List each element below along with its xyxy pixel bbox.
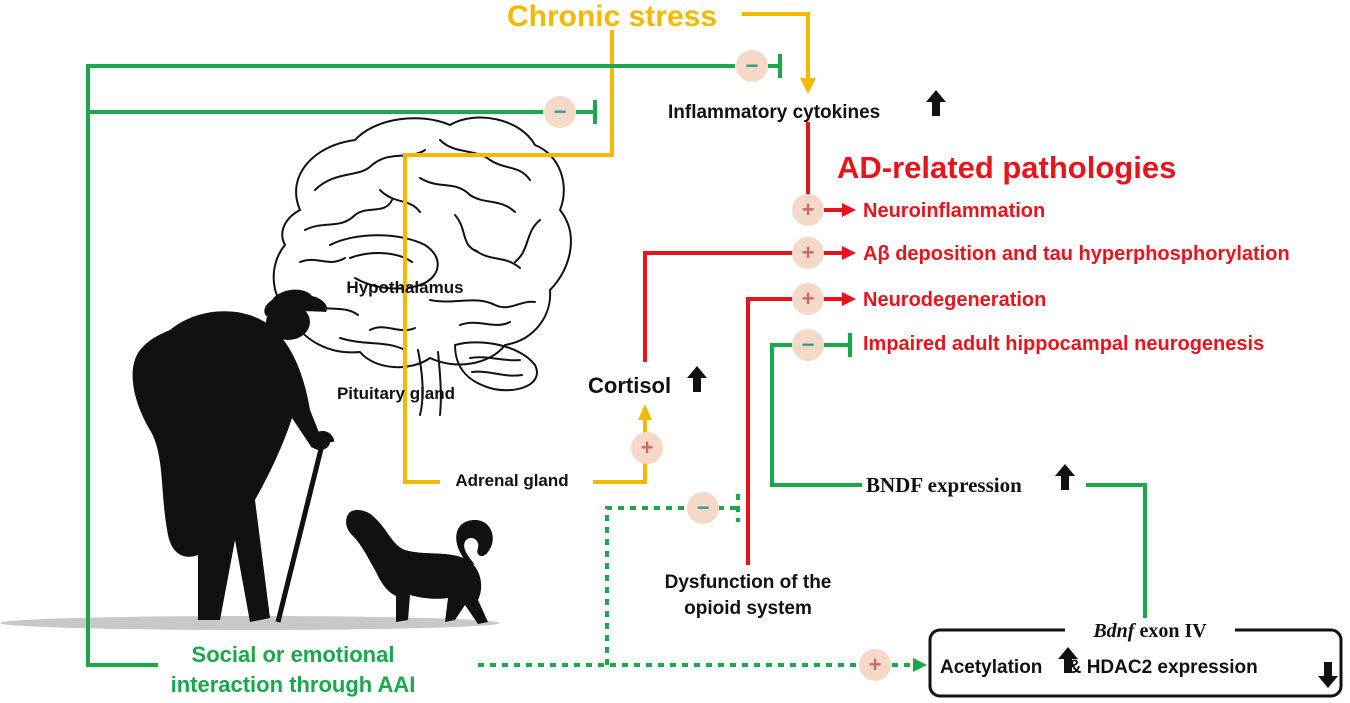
plus-sign-cortisol: + [631,432,663,464]
opioid-dysfunction-label-line1: Dysfunction of the [665,572,832,593]
ground-shadow [0,616,500,630]
pituitary-gland-label: Pituitary gland [337,384,455,403]
arrowhead-to-bdnf-box [913,658,927,672]
cortisol-label: Cortisol [588,373,671,398]
arrowhead-to-cortisol [638,404,652,420]
down-arrow-icon [1318,662,1338,688]
plus-sign-bdnf: + [859,649,891,681]
ad-pathology-connectors [643,122,843,565]
bdnf-box-label-bg [1065,618,1235,642]
plus-sign-abeta: + [792,237,824,269]
abeta-tau-label: Aβ deposition and tau hyperphosphorylati… [863,243,1290,265]
svg-text:−: − [802,332,815,357]
dog-silhouette [346,510,493,624]
svg-text:−: − [697,495,710,520]
hypothalamus-label: Hypothalamus [346,278,463,297]
up-arrow-icon [1058,647,1078,673]
acetylation-hdac2-label: Acetylation & HDAC2 expression [940,657,1258,678]
up-arrow-icon [926,90,946,116]
minus-sign-hpa: − [544,96,576,128]
plus-sign-neuroinflammation: + [792,194,824,226]
svg-text:−: − [746,53,759,78]
neurodegeneration-label: Neurodegeneration [863,289,1046,311]
up-arrow-icon [687,366,707,392]
svg-text:−: − [554,99,567,124]
arrowhead-neurodegeneration [842,292,856,306]
social-interaction-label-line2: interaction through AAI [171,672,416,697]
aai-dotted-connectors [478,494,915,667]
impaired-neurogenesis-label: Impaired adult hippocampal neurogenesis [863,333,1264,355]
adrenal-gland-label: Adrenal gland [455,471,568,490]
minus-sign-stress: − [736,50,768,82]
social-interaction-label-line1: Social or emotional [192,642,395,667]
elderly-person-silhouette [132,289,330,622]
neuroinflammation-label: Neuroinflammation [863,200,1045,222]
opioid-dysfunction-label-line2: opioid system [684,598,812,619]
aai-connectors [86,54,1147,667]
svg-text:+: + [802,197,815,222]
arrowhead-abeta [842,246,856,260]
arrowhead-to-cytokines [800,78,816,94]
svg-text:+: + [802,240,815,265]
brain-illustration [272,116,572,416]
bdnf-exon-label: Bdnf exon IV [1092,620,1207,642]
chronic-stress-label: Chronic stress [507,0,717,33]
ad-related-pathologies-title: AD-related pathologies [837,150,1176,185]
bndf-expression-label: BNDF expression [866,473,1022,497]
svg-text:+: + [641,435,654,460]
minus-sign-neurogenesis: − [792,329,824,361]
cane-handle [311,431,335,443]
up-arrow-icon [1055,464,1075,490]
svg-text:+: + [869,652,882,677]
plus-sign-neurodegeneration: + [792,283,824,315]
arrowhead-neuroinflammation [842,203,856,217]
cane [275,444,325,623]
inflammatory-cytokines-label: Inflammatory cytokines [668,102,880,123]
svg-text:+: + [802,286,815,311]
minus-sign-opioid: − [687,492,719,524]
